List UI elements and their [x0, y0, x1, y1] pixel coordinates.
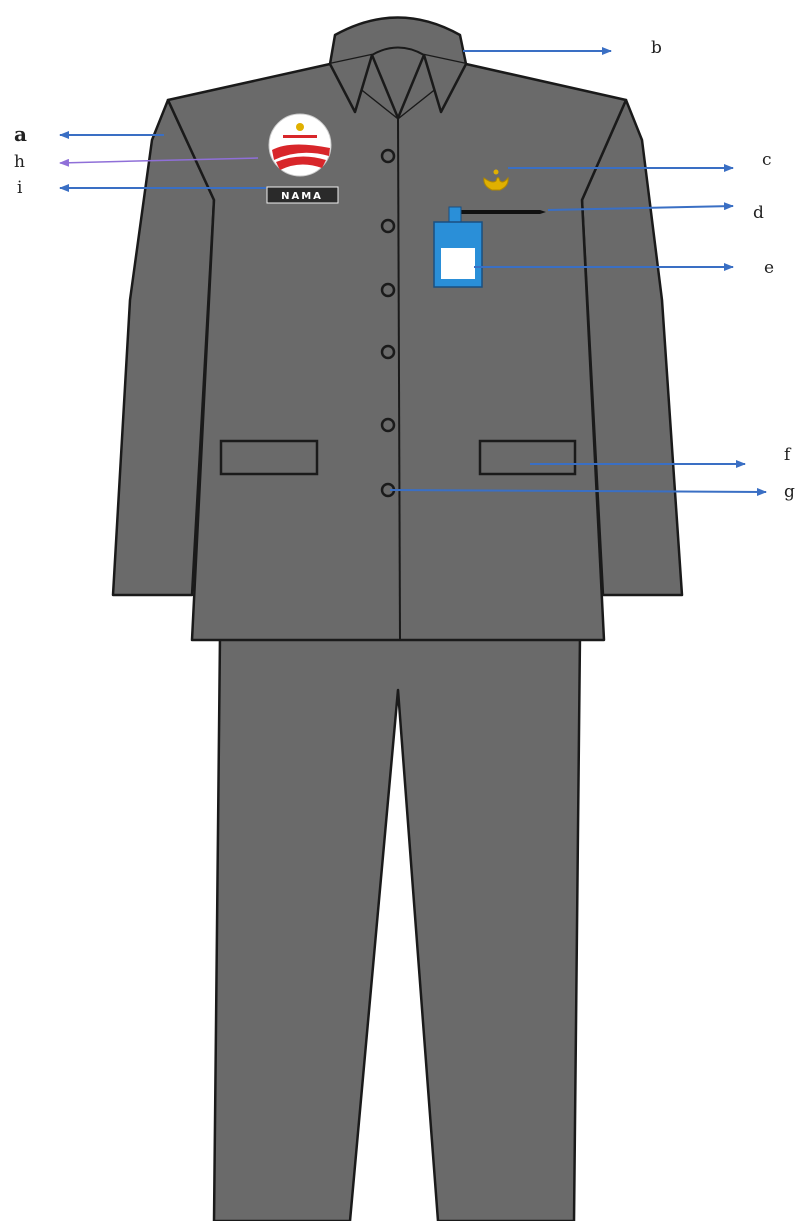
- collar: [330, 18, 466, 119]
- left-pocket-flap: [221, 441, 317, 474]
- label-g: g: [784, 482, 795, 502]
- label-b: b: [651, 38, 662, 58]
- label-h: h: [14, 152, 25, 172]
- button: [382, 346, 394, 358]
- button: [382, 150, 394, 162]
- trousers: [214, 635, 580, 1221]
- label-c: c: [762, 150, 772, 170]
- pen-icon: [452, 210, 546, 214]
- right-pocket-flap: [480, 441, 575, 474]
- round-logo-badge-icon: [269, 114, 331, 176]
- button: [382, 220, 394, 232]
- button: [382, 284, 394, 296]
- label-i: i: [17, 178, 23, 198]
- label-f: f: [784, 445, 792, 465]
- label-a: a: [14, 122, 27, 146]
- name-tag: NAMA: [267, 187, 338, 203]
- label-d: d: [753, 203, 764, 223]
- label-e: e: [764, 258, 774, 278]
- jacket-body: [168, 64, 626, 640]
- name-tag-text: NAMA: [281, 191, 323, 202]
- button: [382, 419, 394, 431]
